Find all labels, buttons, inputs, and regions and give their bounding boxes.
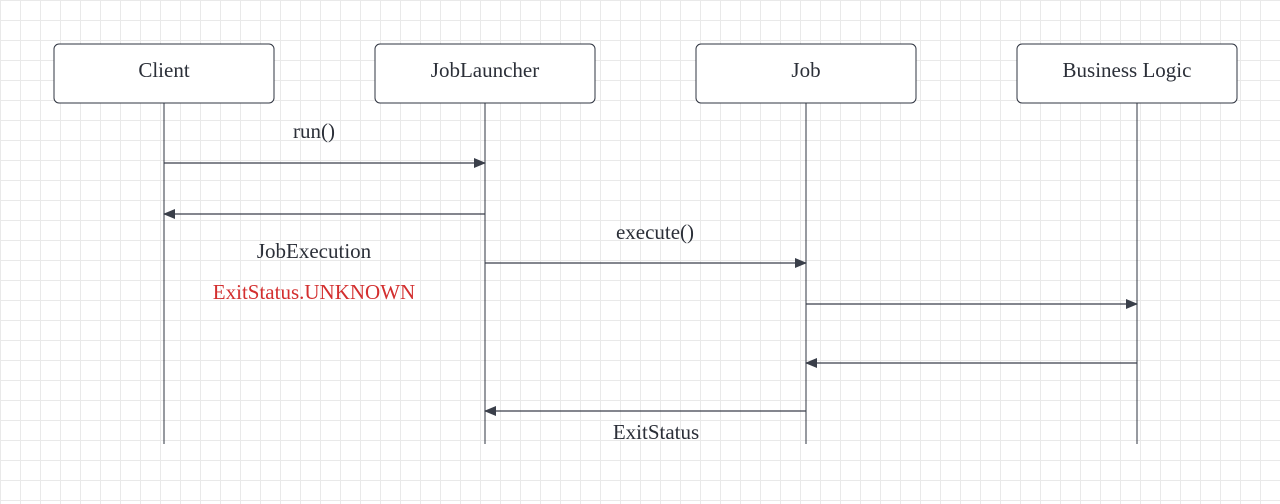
- participant-business-logic[interactable]: Business Logic: [1016, 43, 1238, 104]
- participant-joblauncher-label: JobLauncher: [431, 58, 539, 82]
- participant-client-label: Client: [138, 58, 189, 82]
- message-execute-label: execute(): [616, 220, 694, 244]
- participant-job[interactable]: Job: [695, 43, 917, 104]
- participant-job-label: Job: [791, 58, 820, 82]
- participant-joblauncher[interactable]: JobLauncher: [374, 43, 596, 104]
- message-jobexecution-label: JobExecution: [257, 239, 372, 263]
- participant-client[interactable]: Client: [53, 43, 275, 104]
- message-exitstatus-label: ExitStatus: [613, 420, 699, 444]
- message-run-label: run(): [293, 119, 335, 143]
- participant-business-logic-label: Business Logic: [1063, 58, 1192, 82]
- note-exitstatus-unknown: ExitStatus.UNKNOWN: [213, 280, 415, 304]
